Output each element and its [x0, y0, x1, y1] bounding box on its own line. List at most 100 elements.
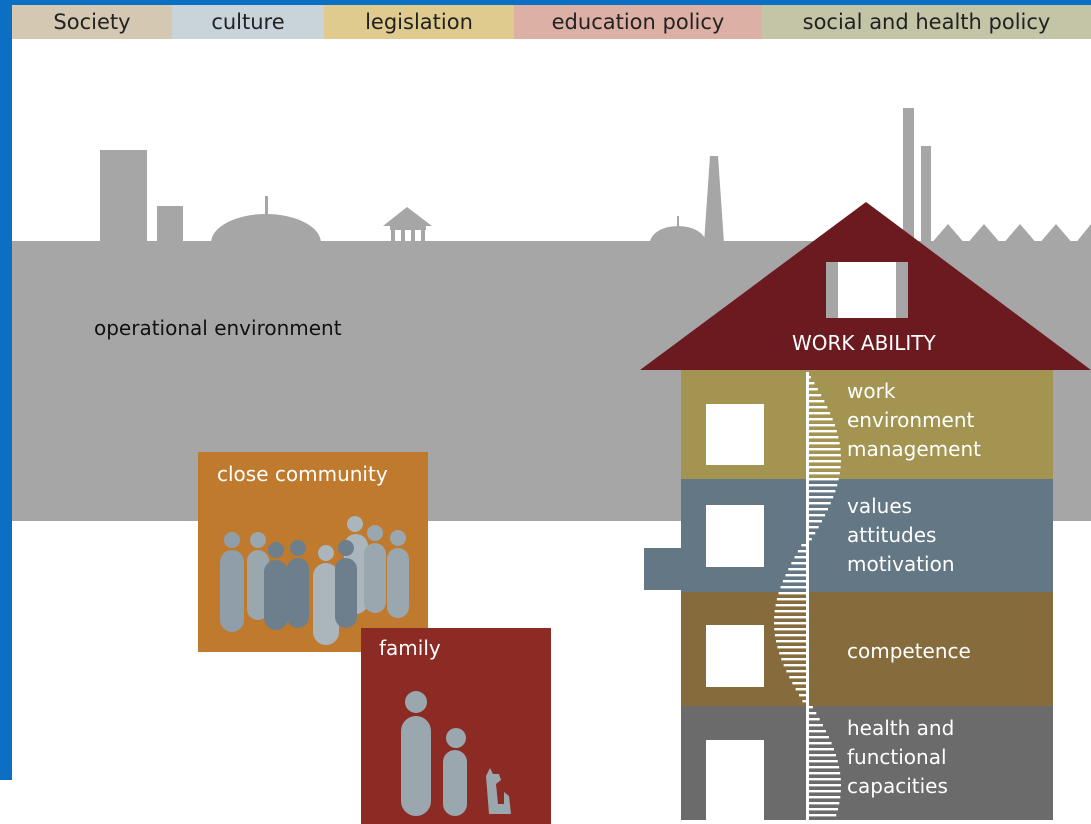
wave-rung — [808, 790, 841, 793]
operational-environment-label: operational environment — [94, 316, 342, 340]
floor-2-line: attitudes — [847, 523, 937, 547]
wave-rung — [774, 616, 807, 619]
wave-rung — [808, 814, 837, 817]
wave-rung — [785, 574, 807, 577]
window — [706, 404, 764, 465]
left-border — [0, 0, 12, 780]
wave-rung — [808, 532, 816, 535]
wave-rung — [808, 712, 817, 715]
tall-building-icon — [100, 150, 147, 245]
wave-rung — [808, 742, 832, 745]
wave-rung — [808, 508, 829, 511]
wave-rung — [808, 514, 826, 517]
wave-rung — [808, 802, 840, 805]
wave-rung — [808, 502, 831, 505]
wave-rung — [808, 472, 840, 475]
wave-rung — [808, 808, 838, 811]
wave-rung — [788, 568, 807, 571]
floor-4-line: functional — [847, 745, 947, 769]
factory-stack-icon — [903, 108, 914, 248]
family-box — [361, 628, 551, 824]
window — [706, 505, 764, 567]
wave-rung — [777, 646, 807, 649]
balcony — [644, 548, 684, 590]
floor-3-label: competence — [847, 637, 971, 666]
sawtooth-factory-icon — [930, 224, 1091, 250]
pavilion-roof-icon — [383, 207, 432, 226]
wave-rung — [774, 628, 807, 631]
wave-rung — [794, 556, 807, 559]
wave-rung — [808, 724, 823, 727]
wave-rung — [775, 640, 807, 643]
wave-rung — [791, 562, 807, 565]
wave-rung — [808, 382, 815, 385]
wave-rung — [808, 478, 839, 481]
wave-rung — [797, 550, 807, 553]
wave-rung — [808, 400, 825, 403]
wave-rung — [782, 580, 807, 583]
wave-rung — [808, 436, 839, 439]
wave-rung — [808, 376, 811, 379]
wave-ladder — [774, 376, 841, 817]
floor-1-line: work — [847, 379, 896, 403]
close-community-label: close community — [217, 462, 388, 486]
wave-rung — [808, 538, 812, 541]
wave-rung — [808, 778, 841, 781]
wave-rung — [808, 406, 828, 409]
top-border — [0, 0, 1091, 5]
wave-rung — [776, 598, 807, 601]
wave-rung — [808, 736, 829, 739]
wave-rung — [808, 430, 837, 433]
wave-rung — [808, 418, 833, 421]
wave-rung — [808, 442, 840, 445]
floor-2-label: values attitudes motivation — [847, 492, 955, 579]
floor-4-line: capacities — [847, 774, 948, 798]
education-policy-tab: education policy — [514, 5, 762, 39]
wave-rung — [808, 520, 822, 523]
wave-rung — [808, 448, 841, 451]
wave-rung — [780, 586, 807, 589]
wave-rung — [808, 460, 841, 463]
wave-rung — [808, 784, 841, 787]
floor-2-line: values — [847, 494, 913, 518]
window — [706, 625, 764, 687]
wave-rung — [808, 730, 827, 733]
spine-line — [806, 372, 809, 820]
wave-rung — [801, 544, 807, 547]
wave-rung — [792, 682, 807, 685]
door — [706, 740, 764, 820]
wave-rung — [795, 688, 807, 691]
floor-4-label: health and functional capacities — [847, 714, 954, 801]
dome-antenna-icon — [265, 196, 268, 216]
wave-rung — [808, 760, 838, 763]
wave-rung — [808, 394, 822, 397]
wave-rung — [789, 676, 807, 679]
wave-rung — [808, 706, 813, 709]
floor-1-label: work environment management — [847, 377, 981, 464]
wave-rung — [808, 454, 841, 457]
small-building-icon — [157, 206, 183, 244]
wave-rung — [781, 658, 807, 661]
dome-building-icon — [211, 214, 321, 272]
chimney-icon — [704, 156, 724, 243]
wave-rung — [808, 484, 838, 487]
work-ability-label: WORK ABILITY — [792, 331, 936, 355]
culture-tab: culture — [172, 5, 324, 39]
work-ability-house — [640, 202, 1091, 820]
wave-rung — [774, 622, 807, 625]
floor-2-line: motivation — [847, 552, 955, 576]
dog-icon — [486, 768, 511, 814]
floor-4-line: health and — [847, 716, 955, 740]
wave-rung — [775, 604, 807, 607]
wave-rung — [798, 694, 807, 697]
wave-rung — [808, 412, 831, 415]
floor-3-line: competence — [847, 639, 971, 663]
society-tab: Society — [12, 5, 172, 39]
wave-rung — [808, 796, 841, 799]
wave-rung — [808, 718, 820, 721]
wave-rung — [774, 634, 807, 637]
floor-1-line: environment — [847, 408, 975, 432]
wave-rung — [808, 466, 841, 469]
wave-rung — [786, 670, 807, 673]
